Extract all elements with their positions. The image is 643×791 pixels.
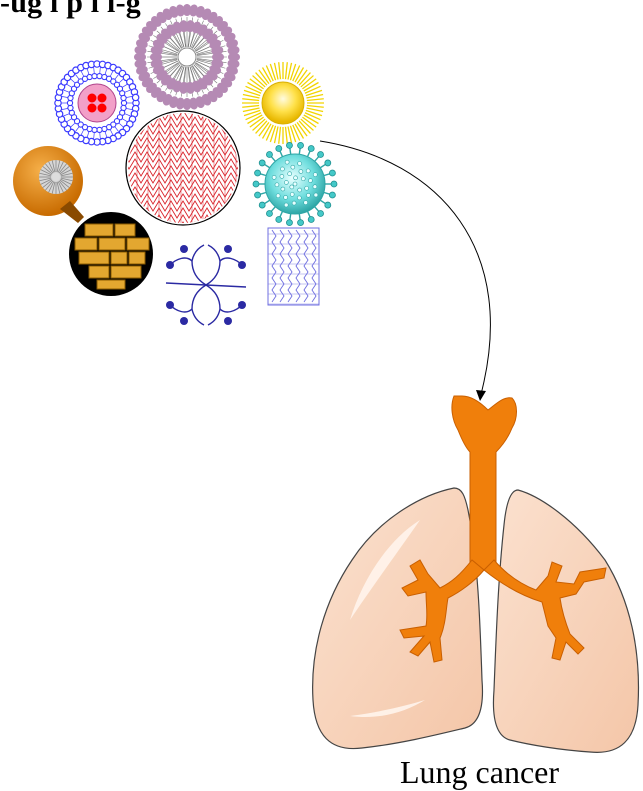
orange-nanosphere-icon [13, 146, 84, 223]
sun-nanoparticle-icon [242, 62, 324, 144]
lung-cancer-caption: Lung cancer [400, 754, 559, 791]
dendrimer-icon [166, 245, 246, 325]
virus-nanoparticle-icon [253, 142, 337, 225]
lungs-icon [313, 396, 639, 752]
arrow-head [476, 390, 486, 401]
brick-crystal-icon [69, 212, 153, 296]
liposome-icon [55, 61, 139, 145]
micelle-icon [134, 4, 240, 110]
delivery-arrow [320, 141, 490, 398]
fiber-mesh-icon [123, 103, 243, 232]
nanotube-icon [268, 228, 319, 305]
